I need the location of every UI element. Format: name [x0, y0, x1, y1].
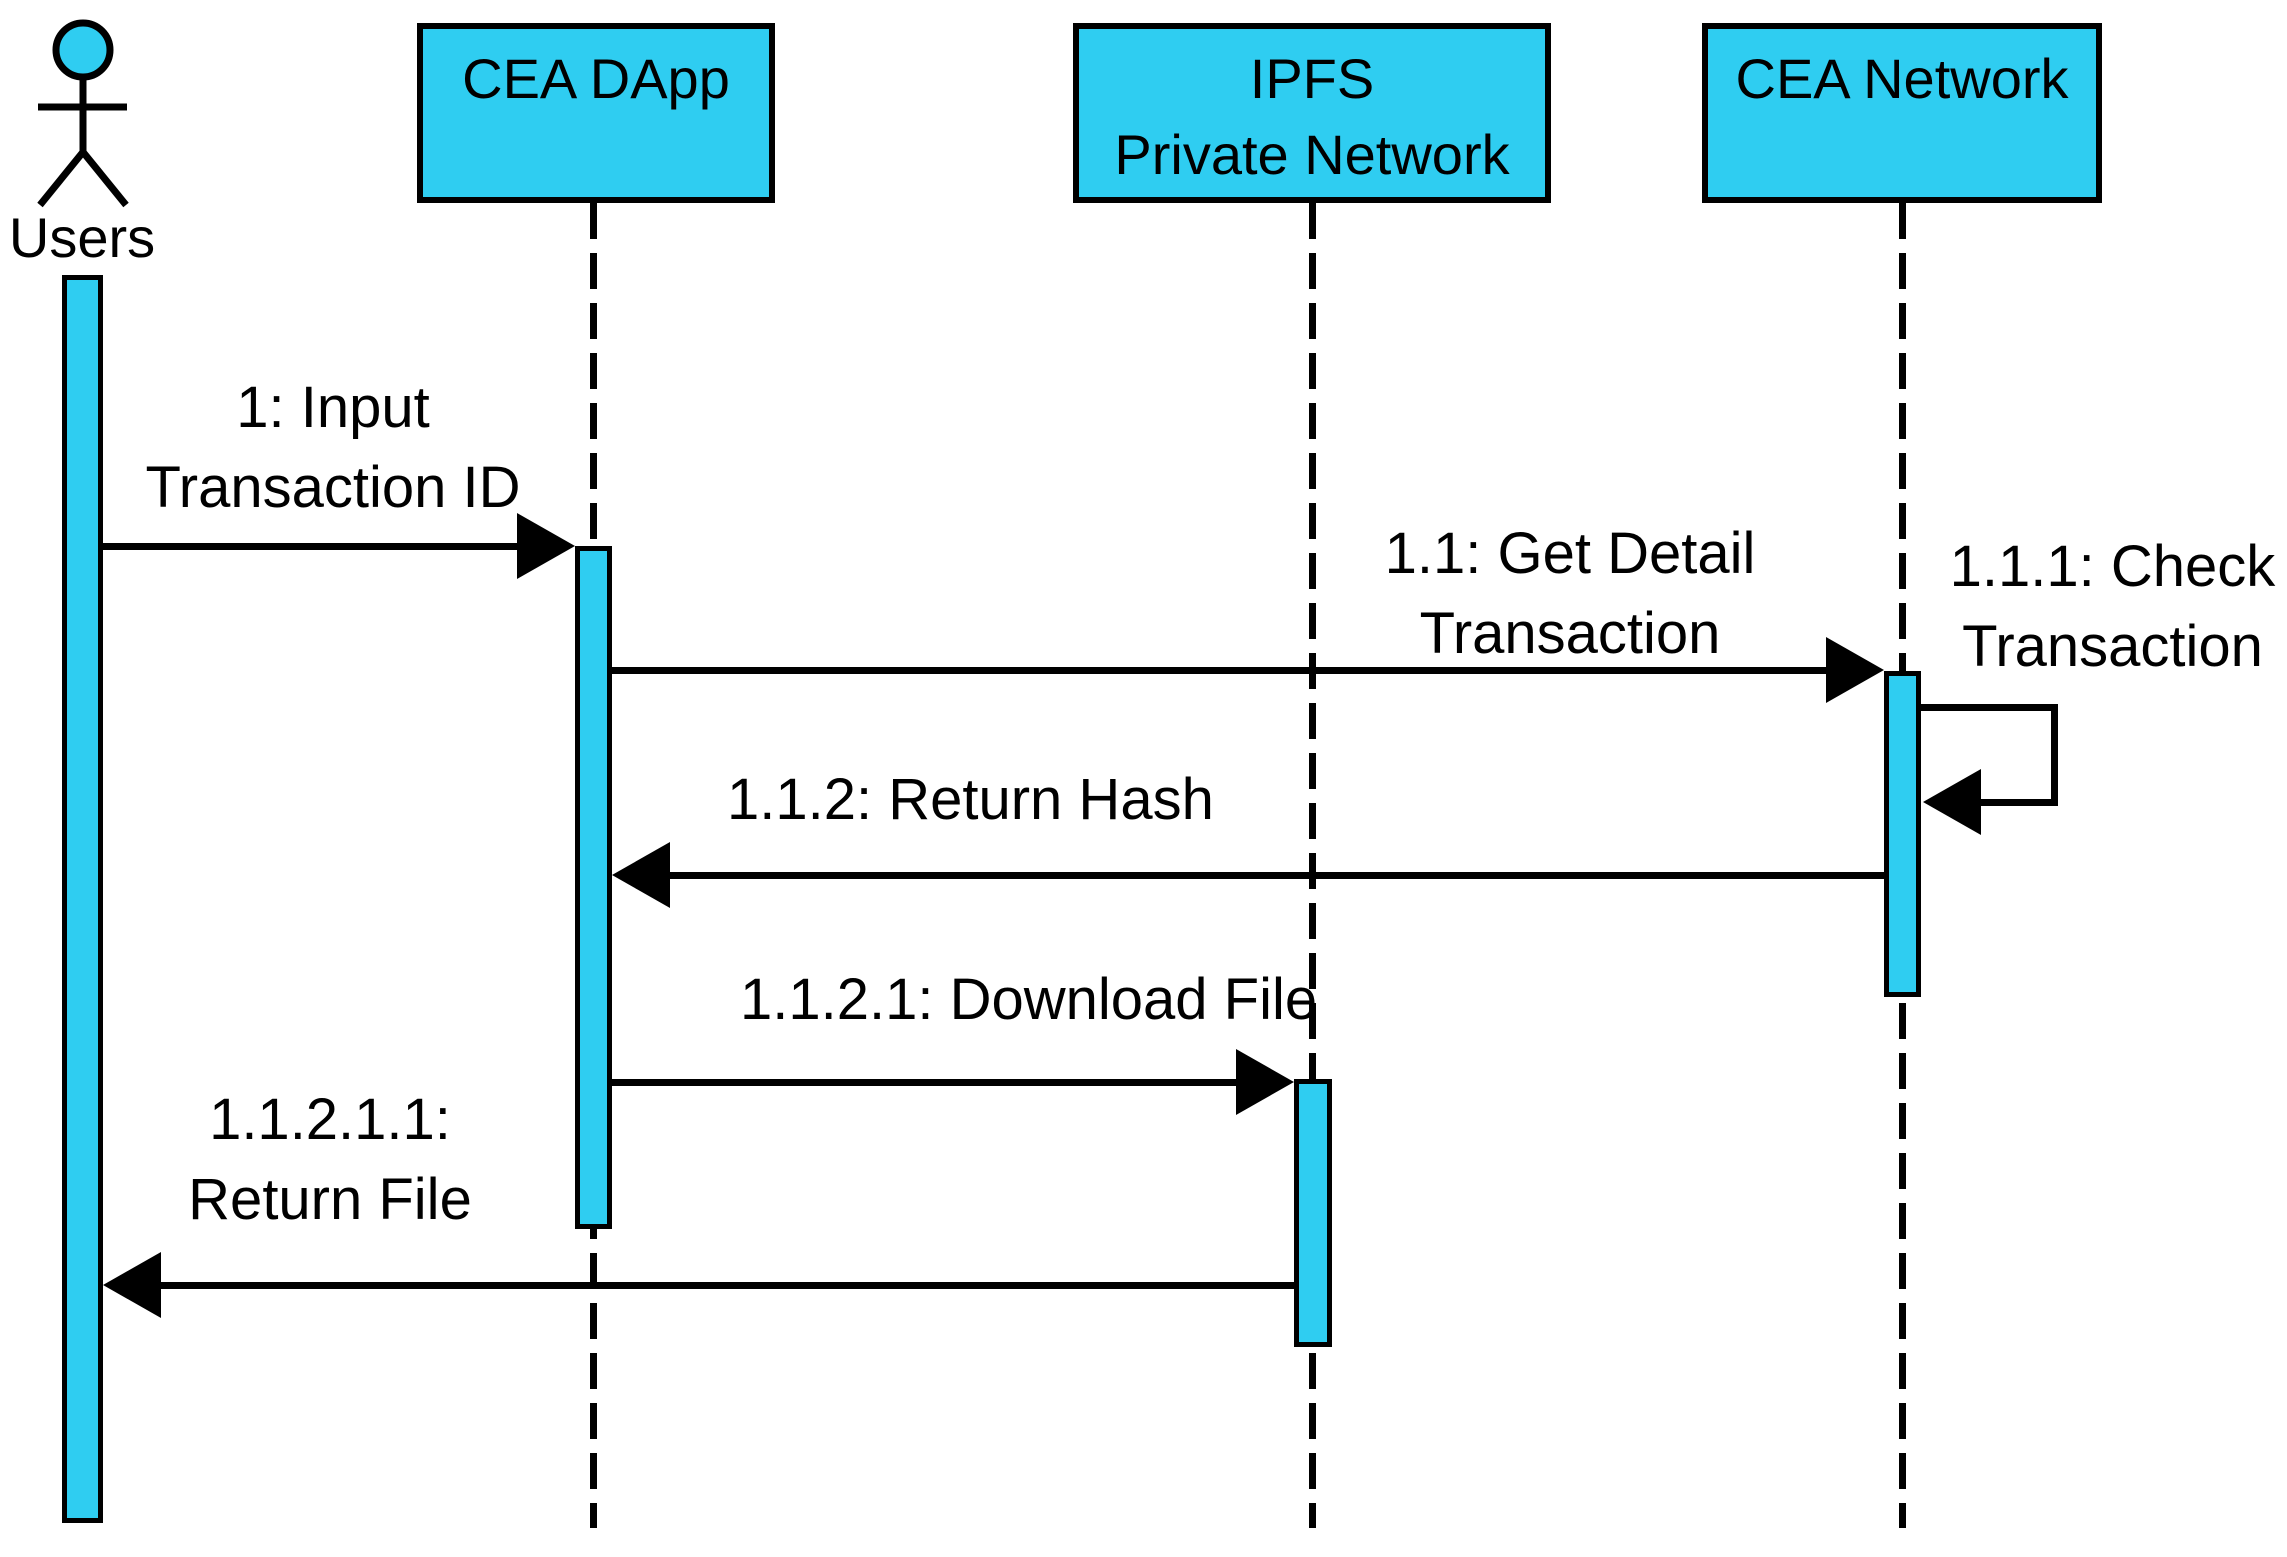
message-label-return-hash: 1.1.2: Return Hash	[727, 767, 1214, 832]
participant-box-cea-network: CEA Network	[1702, 23, 2102, 203]
participant-label: Private Network	[1114, 123, 1510, 186]
self-message-line-bottom	[1981, 799, 2058, 806]
participant-label: IPFS	[1249, 47, 1375, 110]
message-line-return-file	[161, 1282, 1294, 1289]
participant-box-ipfs-private-network: IPFS Private Network	[1073, 23, 1551, 203]
activation-bar-cea-dapp	[575, 546, 612, 1229]
arrowhead-icon	[517, 513, 575, 579]
message-line-download-file	[611, 1079, 1236, 1086]
participant-label: CEA DApp	[462, 47, 730, 110]
arrowhead-icon	[103, 1252, 161, 1318]
activation-bar-cea-network	[1884, 671, 1921, 997]
actor-icon	[37, 19, 129, 208]
message-label-download-file: 1.1.2.1: Download File	[740, 967, 1318, 1032]
activation-bar-users	[62, 275, 103, 1523]
arrowhead-icon	[1236, 1049, 1294, 1115]
message-line-get-detail-transaction	[611, 667, 1832, 674]
message-label-input-transaction-id: 1: Input Transaction ID	[145, 375, 521, 520]
message-line-input-transaction-id	[103, 543, 530, 550]
actor-users-label: Users	[8, 206, 156, 269]
self-message-line-right	[2051, 704, 2058, 806]
self-message-line-top	[1921, 704, 2058, 711]
activation-bar-ipfs	[1294, 1079, 1332, 1347]
lifeline-ipfs	[1309, 203, 1316, 1528]
message-line-return-hash	[670, 872, 1884, 879]
participant-label: CEA Network	[1735, 47, 2069, 110]
arrowhead-icon	[1923, 769, 1981, 835]
arrowhead-icon	[1826, 637, 1884, 703]
message-label-check-transaction: 1.1.1: Check Transaction	[1949, 534, 2276, 679]
message-label-get-detail-transaction: 1.1: Get Detail Transaction	[1384, 521, 1756, 666]
message-label-return-file: 1.1.2.1.1: Return File	[188, 1087, 472, 1232]
arrowhead-icon	[612, 842, 670, 908]
participant-box-cea-dapp: CEA DApp	[417, 23, 775, 203]
